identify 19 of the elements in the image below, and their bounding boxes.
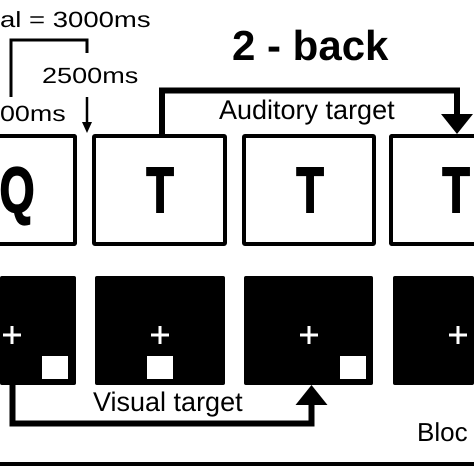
display-screen (0, 276, 76, 385)
stimulus-frame (242, 134, 376, 246)
arrow (10, 385, 328, 426)
block-label: Bloc (417, 418, 468, 448)
timing-label: al = 3000ms (0, 6, 151, 32)
stimulus-letter: Q (0, 154, 34, 228)
stimulus-letter: T (296, 154, 324, 228)
arrow (159, 88, 473, 134)
stimulus-frame (389, 134, 474, 246)
stimulus-frame (92, 134, 227, 246)
stimulus-frame (0, 134, 77, 246)
diagram-title: 2 - back (232, 22, 388, 71)
stimulus-letter: T (146, 154, 174, 228)
display-screen (393, 276, 474, 385)
stimulus-letter: T (442, 154, 470, 228)
timing-label: 2500ms (42, 62, 138, 88)
display-screen (244, 276, 373, 385)
timing-label: 00ms (0, 100, 66, 126)
display-screen (95, 276, 225, 385)
